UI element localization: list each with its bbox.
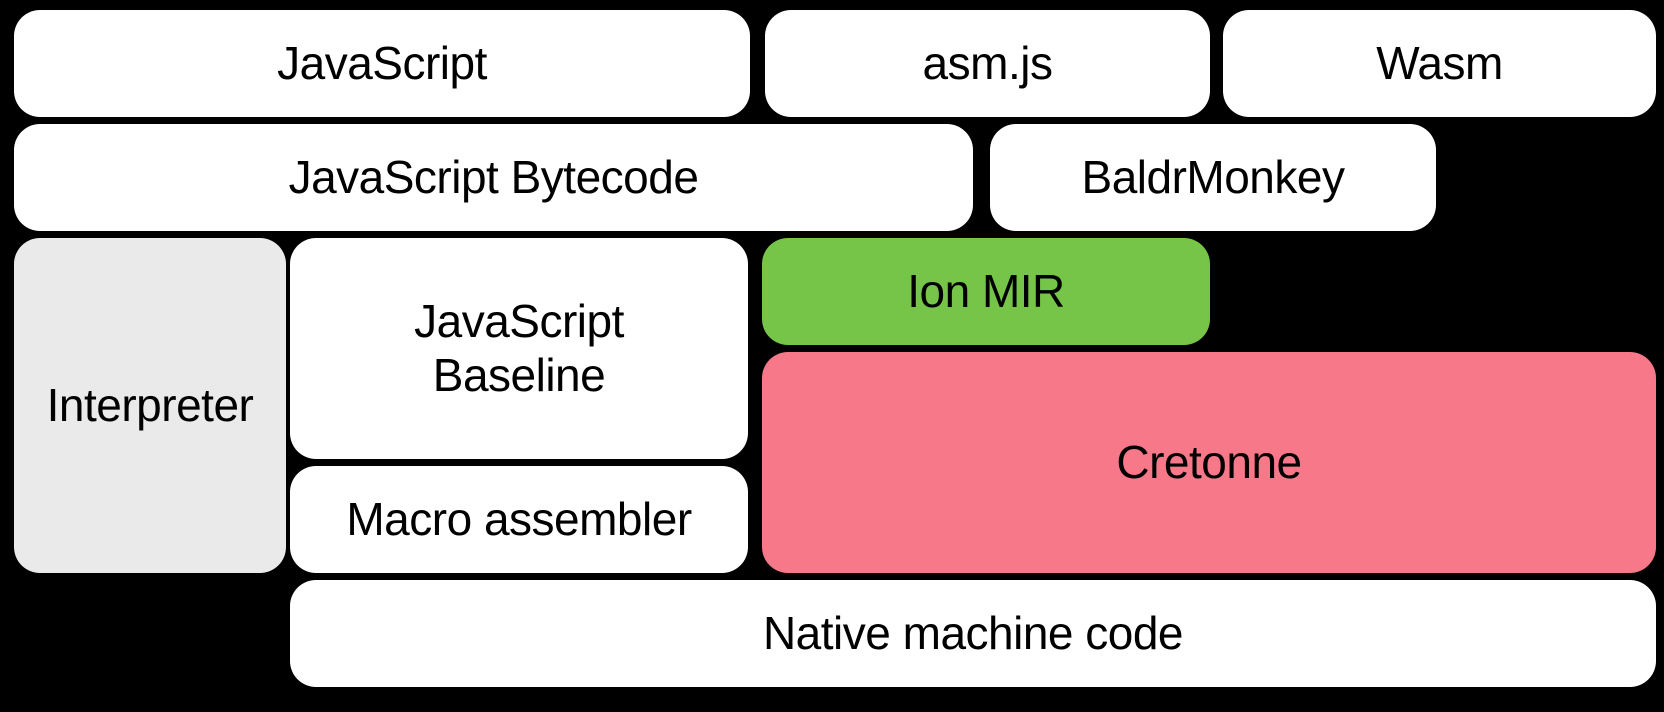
box-asmjs-label: asm.js	[922, 36, 1053, 89]
box-interpreter-label: Interpreter	[46, 378, 254, 431]
box-macro-assembler-label: Macro assembler	[346, 492, 692, 545]
box-javascript: JavaScript	[14, 10, 750, 117]
box-javascript-bytecode-label: JavaScript Bytecode	[288, 150, 699, 203]
box-ion-mir-label: Ion MIR	[907, 264, 1065, 317]
box-javascript-baseline-label: JavaScript Baseline	[414, 295, 624, 401]
box-native-machine-code: Native machine code	[290, 580, 1656, 687]
box-javascript-baseline: JavaScript Baseline	[290, 238, 748, 459]
box-baldrmonkey-label: BaldrMonkey	[1081, 150, 1345, 203]
box-macro-assembler: Macro assembler	[290, 466, 748, 573]
box-cretonne: Cretonne	[762, 352, 1656, 573]
box-baldrmonkey: BaldrMonkey	[990, 124, 1436, 231]
box-cretonne-label: Cretonne	[1116, 435, 1302, 488]
box-interpreter: Interpreter	[14, 238, 286, 573]
box-javascript-bytecode: JavaScript Bytecode	[14, 124, 973, 231]
box-asmjs: asm.js	[765, 10, 1210, 117]
box-native-machine-code-label: Native machine code	[762, 606, 1184, 659]
box-wasm-label: Wasm	[1376, 36, 1503, 89]
box-javascript-label: JavaScript	[277, 36, 487, 89]
box-wasm: Wasm	[1223, 10, 1656, 117]
box-ion-mir: Ion MIR	[762, 238, 1210, 345]
